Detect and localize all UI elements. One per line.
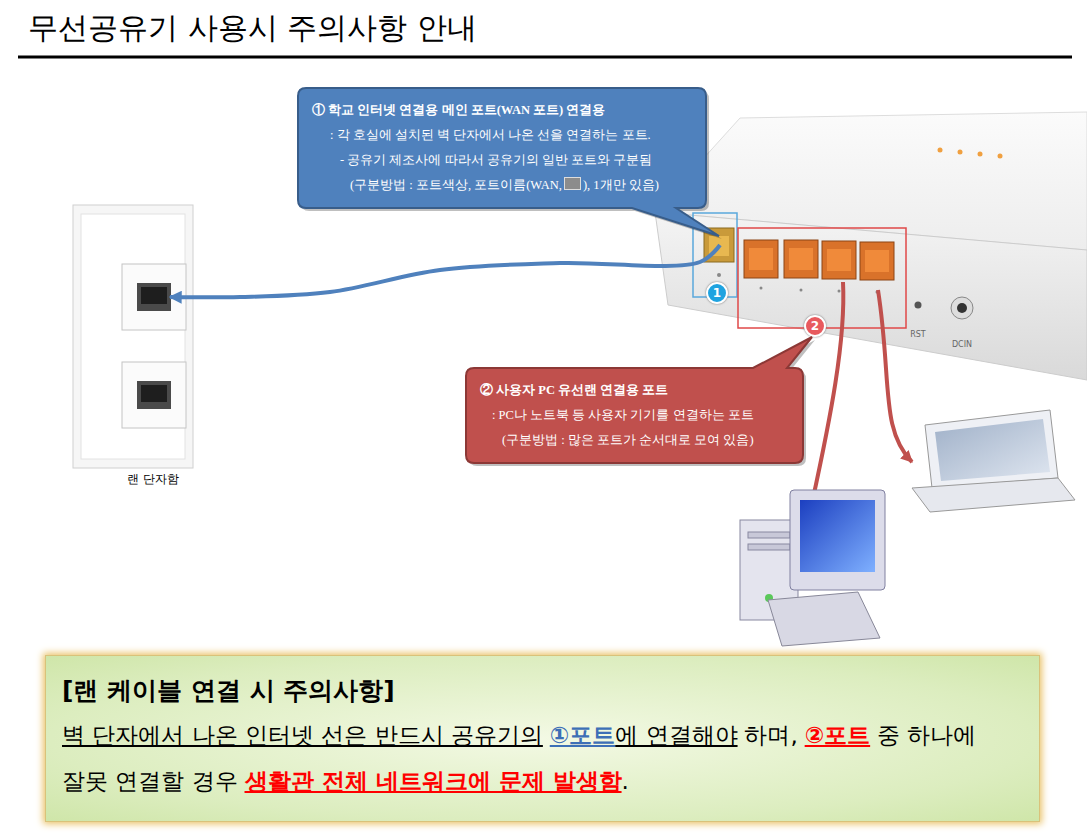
callout-box: ② 사용자 PC 유선랜 연결용 포트 : PC나 노트북 등 사용자 기기를 연… [466,368,803,463]
shape-rect [122,362,186,428]
shape-circle [760,287,763,290]
note-text: ①포트 [550,722,615,748]
callout-number-text: 1 [708,284,726,302]
callout-line: ① 학교 인터넷 연결용 메인 포트(WAN 포트) 연결용 [312,98,688,123]
shape-rect [137,283,171,311]
note-text: . [622,768,629,794]
shape-circle [951,297,973,319]
note-text: 에 연결해야 [615,722,737,748]
warning-note: [랜 케이블 연결 시 주의사항]벽 단자에서 나온 인터넷 선은 반드시 공유… [45,655,1040,822]
callout-number: 1 [706,282,728,304]
callout-line: : 각 호실에 설치된 벽 단자에서 나온 선을 연결하는 포트. [312,123,688,148]
callout-text: : PC나 노트북 등 사용자 기기를 연결하는 포트 [492,408,754,422]
shape-path [878,290,912,462]
shape-rect [822,241,856,279]
shape-rect [784,240,818,278]
callout-text: (구분방법 : 많은 포트가 순서대로 모여 있음) [502,433,754,447]
shape-circle [957,303,967,313]
shape-rect [137,381,171,409]
callout-text: (구분방법 : 포트색상, 포트이름(WAN, [350,178,562,192]
callout-box: ① 학교 인터넷 연결용 메인 포트(WAN 포트) 연결용 : 각 호실에 설치… [298,88,706,208]
note-text: 벽 단자에서 나온 인터넷 선은 반드시 공유기의 [62,722,543,748]
router-node: RST DCIN 1 2 [645,110,1087,385]
wall-jack-node: 랜 단자함 [73,203,193,493]
shape-rect [81,214,185,459]
page-title: 무선공유기 사용시 주의사항 안내 [28,8,477,49]
callout-heading: ② 사용자 PC 유선랜 연결용 포트 [480,383,668,397]
shape-circle [800,289,803,292]
shape-rect [768,596,772,598]
desktop-pc [740,490,885,646]
callout-text: : 각 호실에 설치된 벽 단자에서 나온 선을 연결하는 포트. [330,128,651,142]
shape-rect [790,490,885,590]
title-rule [18,56,1072,59]
callout-text: - 공유기 제조사에 따라서 공유기의 일반 포트와 구분됨 [340,153,652,167]
shape-rect [744,240,778,278]
callout-outline [298,88,719,236]
pc-cables [812,282,912,503]
shape-circle [998,154,1003,159]
shape-rect [789,248,813,270]
lan-cable [170,245,720,297]
jack-label: 랜 단자함 [127,471,179,488]
shape-rect [748,532,790,538]
shape-rect [860,242,894,280]
shape-rect [827,249,851,271]
callout-line: - 공유기 제조사에 따라서 공유기의 일반 포트와 구분됨 [312,148,688,173]
note-heading: [랜 케이블 연결 시 주의사항] [62,670,1023,712]
port-label: DCIN [952,340,972,349]
shape-rect [73,205,193,468]
laptop [912,410,1075,512]
callout-line: : PC나 노트북 등 사용자 기기를 연결하는 포트 [480,403,785,428]
shape-circle [717,273,721,277]
shape-polygon [925,410,1058,488]
shape-circle [958,150,963,155]
shape-rect [141,287,167,304]
callout-text: ), 1개만 있음) [583,178,659,192]
wall-plate [73,205,193,468]
shape-polygon [912,478,1075,512]
port-label: RST [910,330,926,339]
shape-polygon [935,419,1050,481]
shape-rect [865,250,889,272]
shape-polygon [768,592,880,646]
shape-polygon [655,212,1087,380]
callout-heading: ① 학교 인터넷 연결용 메인 포트(WAN 포트) 연결용 [312,103,605,117]
note-body: 벽 단자에서 나온 인터넷 선은 반드시 공유기의 ①포트에 연결해야 하며, ②포트… [62,712,1023,804]
note-text: 하며, [744,722,797,748]
wan-icon [564,177,581,190]
note-text: ②포트 [805,722,870,748]
callout-line: ② 사용자 PC 유선랜 연결용 포트 [480,378,785,403]
shape-rect [749,248,773,270]
shape-circle [838,290,841,293]
shape-circle [915,302,922,309]
callout-line: (구분방법 : 포트색상, 포트이름(WAN, ), 1개만 있음) [312,173,688,198]
callout-number-text: 2 [806,317,824,335]
note-text: 생활관 전체 네트워크에 문제 발생함 [245,768,622,794]
callout-outline [466,337,812,463]
callout-number: 2 [804,315,826,337]
shape-circle [938,148,943,153]
shape-rect [800,500,875,572]
shape-circle [978,152,983,157]
shape-rect [748,544,790,550]
shape-rect [141,385,167,402]
callout-line: (구분방법 : 많은 포트가 순서대로 모여 있음) [480,428,785,453]
